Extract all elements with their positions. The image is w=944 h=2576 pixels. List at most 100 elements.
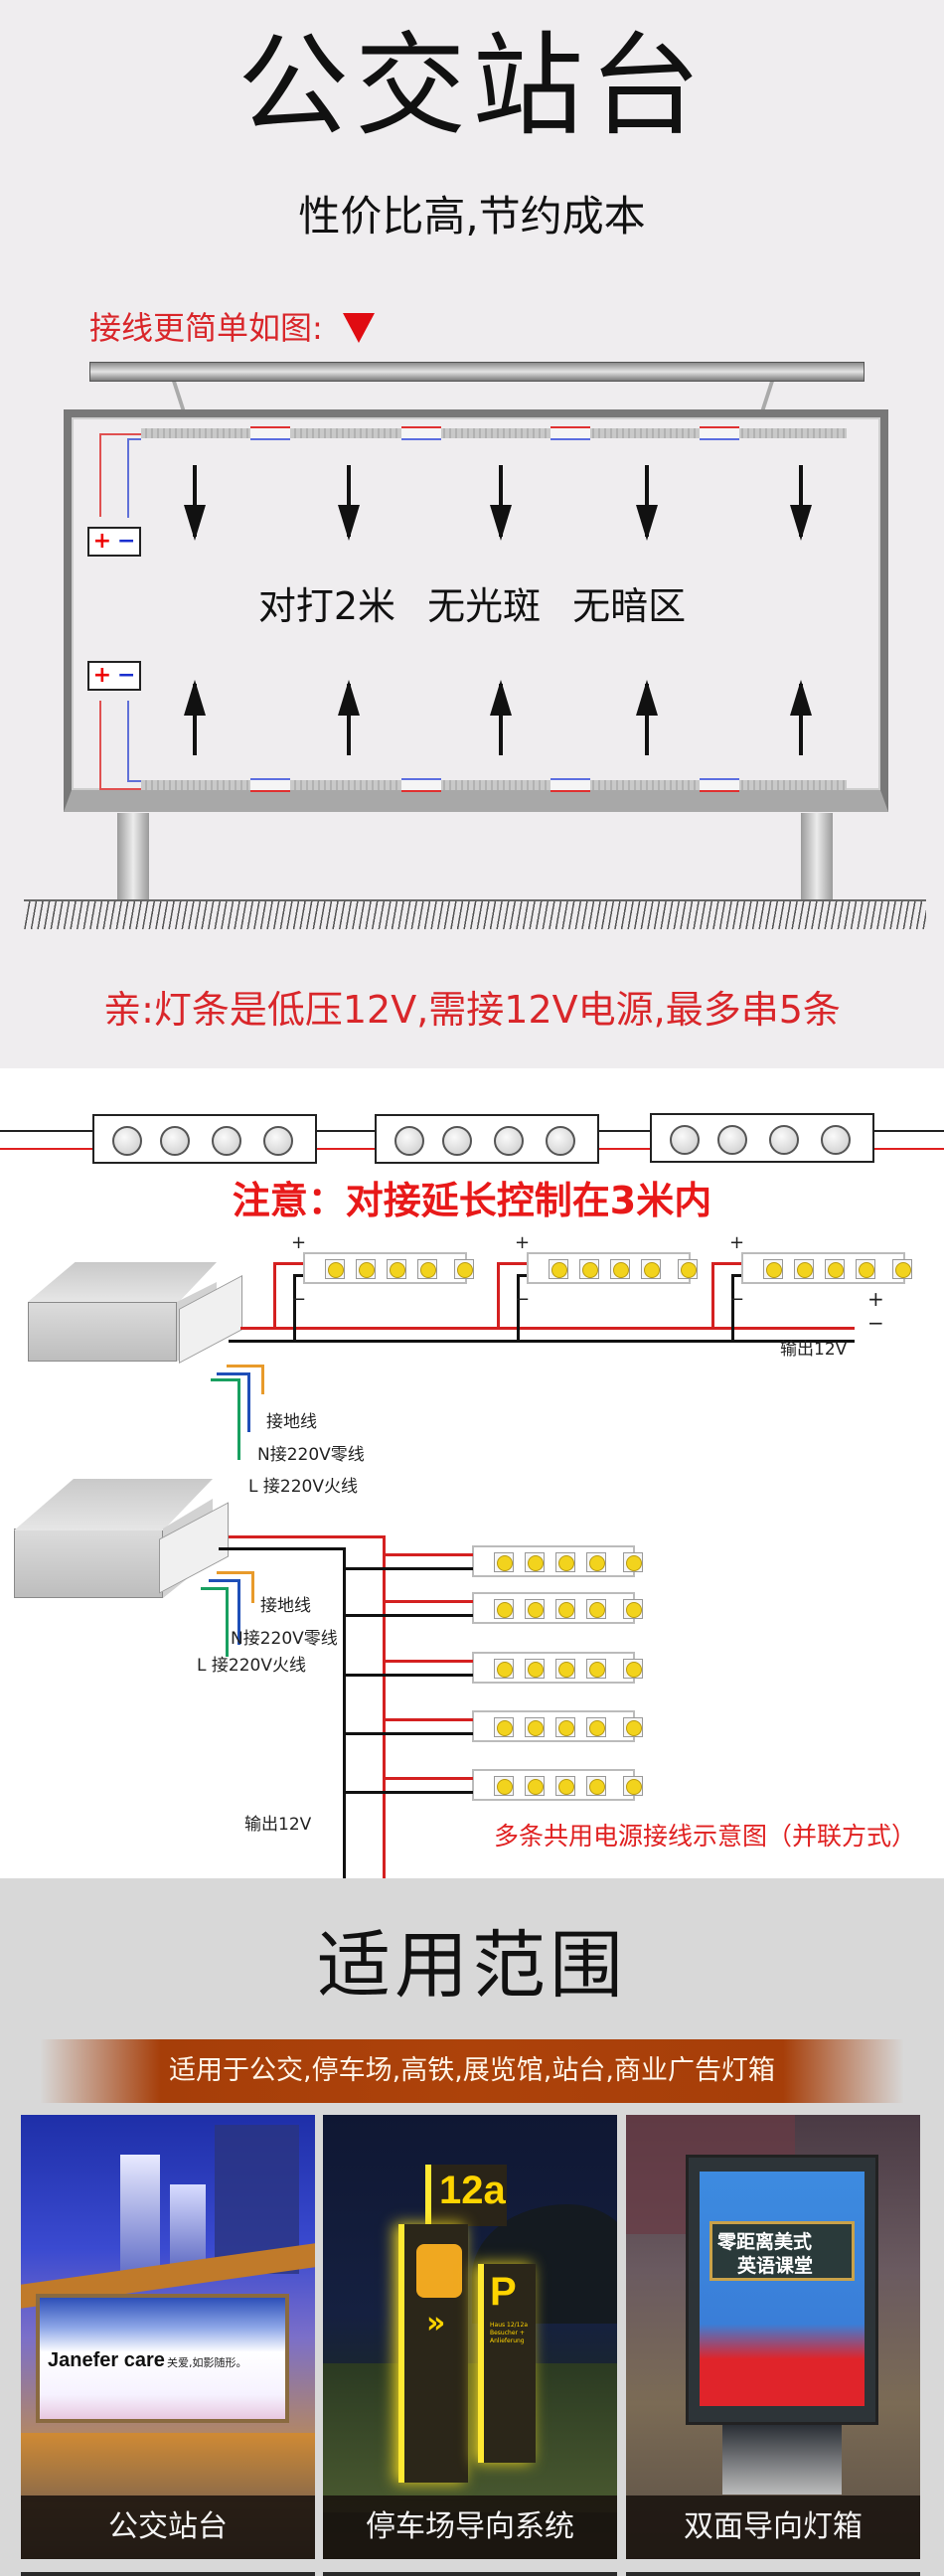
ad-panel: Janefer care 关爱,如影随形。 (36, 2294, 289, 2423)
output-label: 输出12V (244, 1815, 312, 1835)
card-caption: 双面导向灯箱 (626, 2496, 920, 2559)
led-module (375, 1114, 599, 1164)
wire-live-green (211, 1378, 240, 1460)
wire-neutral-blue (209, 1579, 240, 1645)
wire-red-branch (384, 1600, 473, 1603)
led-module (92, 1114, 317, 1164)
led-chip (417, 1259, 437, 1279)
led-chip (586, 1776, 606, 1796)
support-post-right (801, 813, 833, 900)
lightbox-section: 公交站台 性价比高,节约成本 接线更简单如图: +− +− 对打2米 无光斑 无… (0, 0, 944, 1068)
led-chip (623, 1599, 643, 1619)
sign-number: 12a (439, 2169, 506, 2212)
led-module (650, 1113, 874, 1163)
connector-bottom: +− (87, 661, 141, 691)
neutral-label: N接220V零线 (257, 1445, 365, 1465)
strip-minus-label: − (515, 1289, 531, 1310)
card-caption: 公交站台 (21, 2496, 315, 2559)
bus-red (229, 1535, 386, 1538)
wire-black-branch (344, 1791, 473, 1794)
down-triangle-icon (343, 313, 375, 343)
next-row-card (21, 2572, 315, 2576)
led-chip (525, 1717, 545, 1737)
led-chip (525, 1659, 545, 1679)
led-chip (325, 1259, 345, 1279)
led-strip (472, 1710, 643, 1742)
led-chip (494, 1552, 514, 1572)
bushes (323, 2363, 617, 2512)
strip-minus-label: − (291, 1289, 307, 1310)
application-card-bus-stop[interactable]: Janefer care 关爱,如影随形。 公交站台 (21, 2115, 315, 2559)
power-supply (14, 1479, 213, 1598)
wire-black-drop (517, 1274, 527, 1341)
led-strip (472, 1592, 643, 1624)
chevron-right-icon: » (426, 2306, 446, 2340)
led-chip (610, 1259, 630, 1279)
led-chip (525, 1552, 545, 1572)
support-post-left (117, 813, 149, 900)
poster-title-2: 英语课堂 (737, 2255, 814, 2277)
wire-black-branch (344, 1732, 473, 1735)
led-chip (555, 1659, 575, 1679)
led-chip (641, 1259, 661, 1279)
led-strip (741, 1252, 912, 1284)
led-strip (472, 1545, 643, 1577)
scope-banner: 适用于公交,停车场,高铁,展览馆,站台,商业广告灯箱 (40, 2039, 904, 2103)
bus-black (219, 1547, 346, 1550)
page-subtitle: 性价比高,节约成本 (298, 192, 646, 241)
wire-red-drop (497, 1262, 527, 1328)
led-chip (678, 1259, 698, 1279)
poster-title-1: 零距离美式 (717, 2231, 813, 2253)
page-title: 公交站台 (237, 22, 707, 151)
led-strip (472, 1769, 643, 1801)
led-chip (387, 1259, 406, 1279)
led-chip (579, 1259, 599, 1279)
sign-top: 12a (425, 2165, 507, 2226)
next-row-card (323, 2572, 617, 2576)
led-chip (586, 1599, 606, 1619)
light-arrow-up (338, 680, 360, 755)
canopy-bracket-right (760, 382, 774, 411)
bus-black (229, 1340, 855, 1343)
led-chip (555, 1552, 575, 1572)
wire-red-drop (711, 1262, 741, 1328)
sign-square (416, 2244, 462, 2298)
sign-pylon-left: » (398, 2224, 468, 2483)
wire-black-drop (731, 1274, 741, 1341)
application-card-lightbox[interactable]: 零距离美式 英语课堂 双面导向灯箱 (626, 2115, 920, 2559)
wire-ground-orange (217, 1571, 254, 1603)
led-chip (825, 1259, 845, 1279)
poster-board (709, 2221, 855, 2281)
card-caption: 停车场导向系统 (323, 2496, 617, 2559)
led-chip (623, 1717, 643, 1737)
connector-top: +− (87, 527, 141, 557)
lightbox-frame (64, 409, 888, 812)
wire-blue-top (127, 438, 141, 518)
led-chip (555, 1599, 575, 1619)
led-chip (586, 1552, 606, 1572)
live-label: L 接220V火线 (197, 1656, 306, 1676)
parallel-caption: 多条共用电源接线示意图（并联方式） (494, 1822, 917, 1851)
application-card-parking[interactable]: 12a » P Haus 12/12a Besucher + Anlieferu… (323, 2115, 617, 2559)
sign-letter: P (490, 2270, 517, 2314)
led-chip (555, 1776, 575, 1796)
light-arrow-up (636, 680, 658, 755)
led-chip (623, 1552, 643, 1572)
poster: 零距离美式 英语课堂 (700, 2172, 865, 2406)
light-arrow-down (338, 465, 360, 541)
output-label: 输出12V (780, 1340, 848, 1360)
led-chip (555, 1717, 575, 1737)
light-arrow-down (184, 465, 206, 541)
led-chip (623, 1659, 643, 1679)
scope-banner-text: 适用于公交,停车场,高铁,展览馆,站台,商业广告灯箱 (169, 2055, 775, 2086)
led-chip (856, 1259, 875, 1279)
skyline (120, 2155, 160, 2274)
light-arrow-down (790, 465, 812, 541)
wire-blue-bottom (127, 701, 141, 782)
strip-plus-label: + (291, 1232, 307, 1253)
canopy-bracket-left (172, 382, 186, 411)
wiring-label: 接线更简单如图: (89, 309, 323, 347)
led-strip (303, 1252, 474, 1284)
strip-plus-label: + (515, 1232, 531, 1253)
led-strip-top (141, 426, 847, 440)
